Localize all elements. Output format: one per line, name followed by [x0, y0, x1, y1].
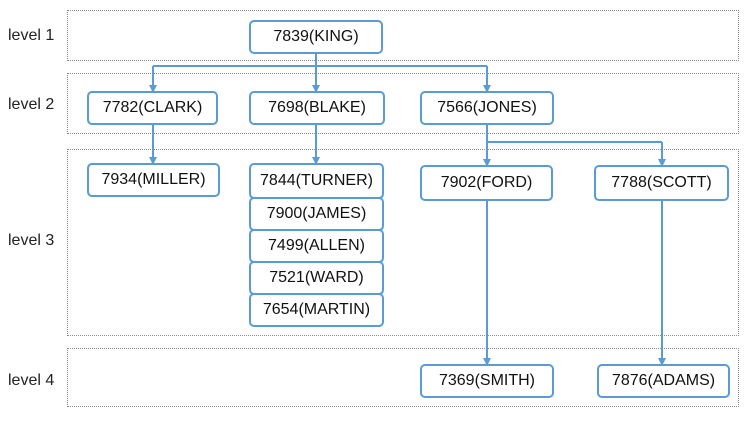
node-martin: 7654(MARTIN)	[249, 293, 384, 327]
node-ford: 7902(FORD)	[420, 165, 553, 201]
level-2-label: level 2	[8, 96, 55, 113]
node-clark: 7782(CLARK)	[87, 91, 218, 125]
node-allen: 7499(ALLEN)	[249, 229, 384, 263]
level-1-band	[67, 10, 739, 61]
level-1-label: level 1	[8, 27, 55, 44]
node-scott: 7788(SCOTT)	[594, 165, 729, 201]
node-james: 7900(JAMES)	[249, 197, 384, 231]
node-smith: 7369(SMITH)	[420, 364, 554, 398]
node-miller: 7934(MILLER)	[87, 163, 220, 197]
node-king: 7839(KING)	[249, 20, 383, 54]
level-4-label: level 4	[8, 372, 55, 389]
node-blake: 7698(BLAKE)	[249, 91, 385, 125]
node-ward: 7521(WARD)	[249, 261, 384, 295]
node-jones: 7566(JONES)	[420, 91, 554, 125]
level-3-label: level 3	[8, 232, 55, 249]
node-turner: 7844(TURNER)	[249, 163, 384, 199]
node-adams: 7876(ADAMS)	[597, 364, 730, 398]
